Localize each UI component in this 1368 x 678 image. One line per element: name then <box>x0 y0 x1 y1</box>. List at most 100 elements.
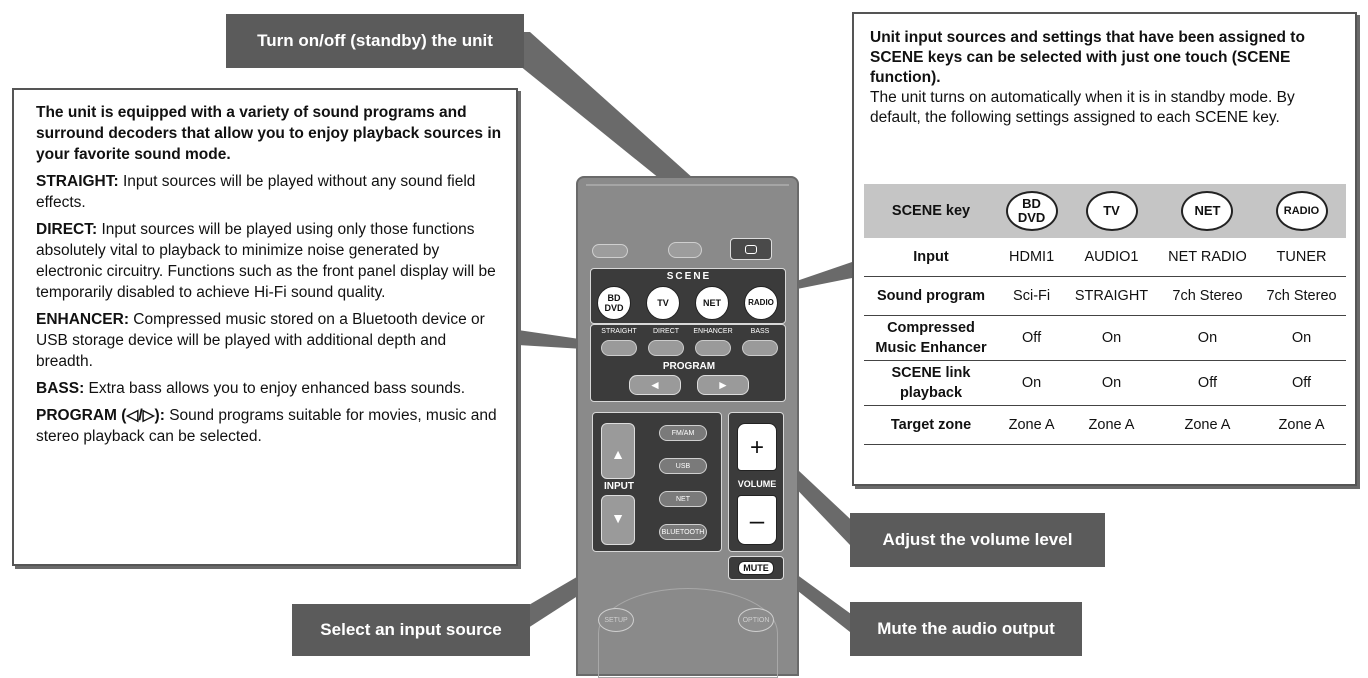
arrow-down-icon: ▼ <box>611 510 625 526</box>
sound-program-term: BASS: <box>36 380 85 397</box>
power-button[interactable] <box>730 238 772 260</box>
program-button-label: BASS <box>750 328 770 335</box>
sound-program-term: ENHANCER: <box>36 311 129 328</box>
scene-row-value: 7ch Stereo <box>1257 276 1346 316</box>
remote-scene-net[interactable]: NET <box>695 286 729 320</box>
leader-volume <box>786 470 862 545</box>
scene-key-icon: TV <box>1085 191 1138 231</box>
input-fmam-button[interactable]: FM/AM <box>659 425 707 441</box>
arrow-left-icon: ◄ <box>649 378 661 392</box>
remote-volume-label: VOLUME <box>737 479 777 489</box>
sound-program-item: PROGRAM (◁/▷): Sound programs suitable f… <box>36 405 502 447</box>
remote-input-group: ▲ INPUT ▼ FM/AM USB NET BLUETOOTH <box>592 412 722 552</box>
scene-row-label: Compressed Music Enhancer <box>864 315 998 361</box>
scene-row-value: Off <box>1157 360 1258 406</box>
sound-program-item: ENHANCER: Compressed music stored on a B… <box>36 309 502 372</box>
scene-row-value: 7ch Stereo <box>1157 276 1258 316</box>
sound-program-term: STRAIGHT: <box>36 173 119 190</box>
remote-input-label: INPUT <box>604 481 634 492</box>
remote-scene-bd-dvd[interactable]: BD DVD <box>597 286 631 320</box>
scene-description: Unit input sources and settings that hav… <box>852 12 1357 486</box>
callout-mute: Mute the audio output <box>850 602 1082 656</box>
input-down-button[interactable]: ▼ <box>601 495 635 545</box>
scene-key-cell: NET <box>1157 184 1258 238</box>
program-button-label: DIRECT <box>652 328 680 335</box>
scene-row-value: TUNER <box>1257 238 1346 277</box>
scene-key-icon: NET <box>1181 191 1234 231</box>
setup-button[interactable]: SETUP <box>598 608 634 632</box>
scene-row-value: NET RADIO <box>1157 238 1258 277</box>
sound-programs-description: The unit is equipped with a variety of s… <box>12 88 518 566</box>
scene-intro: Unit input sources and settings that hav… <box>870 29 1305 86</box>
scene-row-value: HDMI1 <box>998 238 1066 277</box>
scene-key-header: SCENE key <box>864 184 998 238</box>
scene-row-value: On <box>1257 315 1346 361</box>
callout-volume: Adjust the volume level <box>850 513 1105 567</box>
scene-row-value: On <box>1157 315 1258 361</box>
input-up-button[interactable]: ▲ <box>601 423 635 479</box>
sound-program-text: Input sources will be played using only … <box>36 221 496 301</box>
program-straight-button[interactable] <box>601 340 637 356</box>
input-usb-button[interactable]: USB <box>659 458 707 474</box>
remote-volume-group: + VOLUME – <box>728 412 784 552</box>
remote-blank-button-1[interactable] <box>592 244 628 258</box>
remote-top-strip <box>586 184 789 186</box>
sound-program-term: DIRECT: <box>36 221 98 238</box>
scene-row-label: Input <box>864 238 998 277</box>
program-button-label: ENHANCER <box>693 328 733 335</box>
sound-program-term: PROGRAM (◁/▷): <box>36 407 165 424</box>
volume-down-button[interactable]: – <box>737 495 777 545</box>
leader-mute <box>784 574 862 632</box>
scene-row-value: Zone A <box>1157 405 1258 445</box>
scene-row-value: Sci-Fi <box>998 276 1066 316</box>
scene-row-value: On <box>1065 360 1158 406</box>
input-net-button[interactable]: NET <box>659 491 707 507</box>
sound-program-text: Extra bass allows you to enjoy enhanced … <box>84 380 466 397</box>
scene-key-cell: TV <box>1065 184 1158 238</box>
program-enhancer-button[interactable] <box>695 340 731 356</box>
plus-icon: + <box>749 434 764 461</box>
sound-program-text: Input sources will be played without any… <box>36 173 476 211</box>
program-button-label: STRAIGHT <box>601 328 637 335</box>
program-right-button[interactable]: ► <box>697 375 749 395</box>
sound-programs-intro: The unit is equipped with a variety of s… <box>36 104 502 163</box>
program-direct-button[interactable] <box>648 340 684 356</box>
mute-label: MUTE <box>738 561 774 575</box>
volume-up-button[interactable]: + <box>737 423 777 471</box>
sound-program-text: Sound programs suitable for movies, musi… <box>36 407 497 445</box>
scene-key-icon: BD DVD <box>1005 191 1058 231</box>
program-left-button[interactable]: ◄ <box>629 375 681 395</box>
input-bluetooth-button[interactable]: BLUETOOTH <box>659 524 707 540</box>
callout-input: Select an input source <box>292 604 530 656</box>
remote-scene-radio[interactable]: RADIO <box>744 286 778 320</box>
remote-scene-tv[interactable]: TV <box>646 286 680 320</box>
sound-program-item: BASS: Extra bass allows you to enjoy enh… <box>36 378 502 399</box>
minus-icon: – <box>749 505 765 535</box>
remote-blank-button-2[interactable] <box>668 242 702 258</box>
scene-row-value: Zone A <box>1257 405 1346 445</box>
mute-button[interactable]: MUTE <box>728 556 784 580</box>
scene-row-value: On <box>998 360 1066 406</box>
scene-row-value: STRAIGHT <box>1065 276 1158 316</box>
scene-key-cell: BD DVD <box>998 184 1066 238</box>
leader-scene <box>782 262 852 292</box>
power-icon <box>745 244 757 254</box>
scene-row-value: On <box>1065 315 1158 361</box>
scene-desc: The unit turns on automatically when it … <box>870 89 1295 126</box>
scene-row-value: Off <box>998 315 1066 361</box>
scene-row-label: Target zone <box>864 405 998 445</box>
remote-scene-label: SCENE <box>666 271 712 282</box>
scene-row-label: Sound program <box>864 276 998 316</box>
program-bass-button[interactable] <box>742 340 778 356</box>
scene-row-value: Off <box>1257 360 1346 406</box>
option-button[interactable]: OPTION <box>738 608 774 632</box>
scene-row-value: AUDIO1 <box>1065 238 1158 277</box>
sound-program-item: STRAIGHT: Input sources will be played w… <box>36 171 502 213</box>
